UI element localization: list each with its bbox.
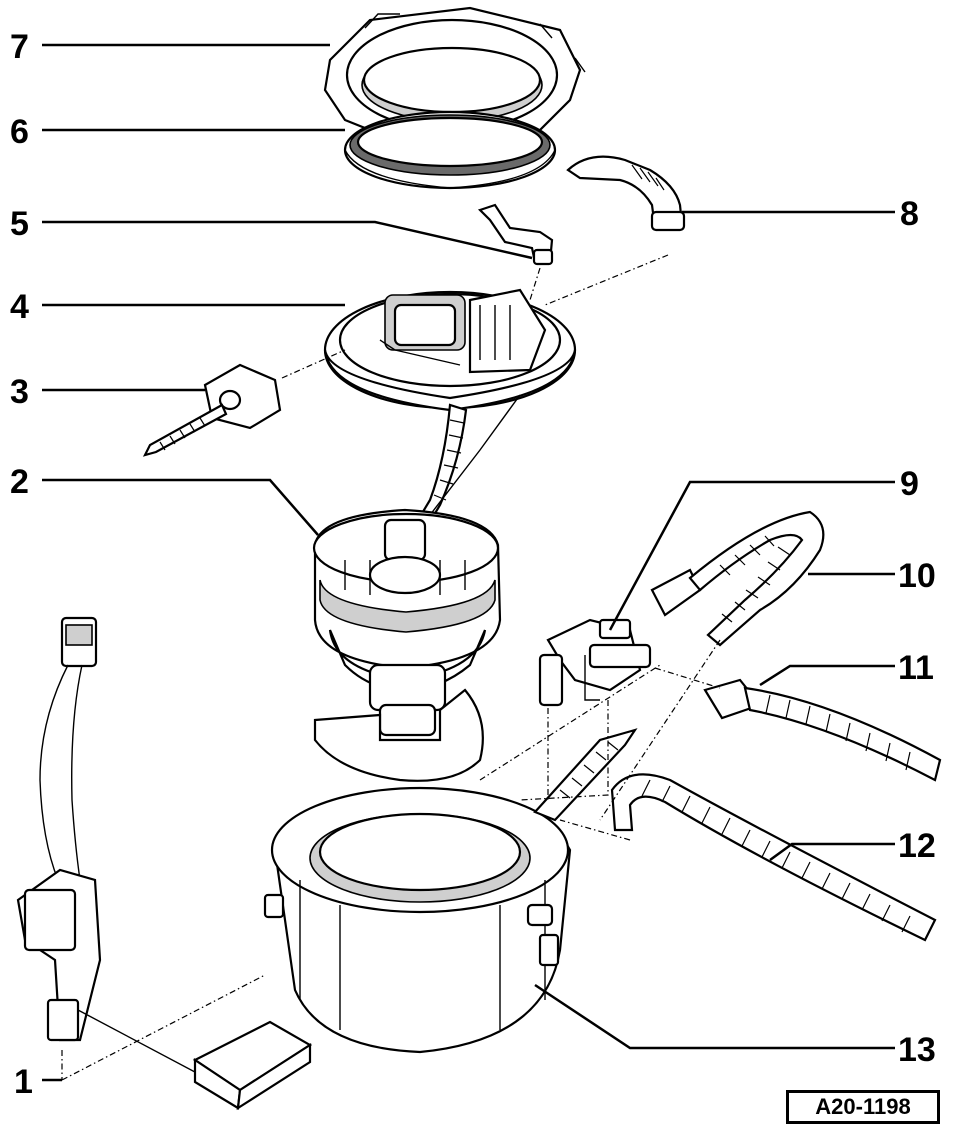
callout-8: 8 [900,195,919,233]
flange-hose [413,394,521,532]
callout-labels: 7 6 5 4 3 2 1 8 9 10 11 12 13 [10,28,936,1101]
callout-10: 10 [898,557,936,595]
part-10-corrugated-hose [650,510,825,647]
callout-5: 5 [10,205,29,243]
callout-7: 7 [10,28,29,66]
callout-3: 3 [10,373,29,411]
callout-2: 2 [10,463,29,501]
callout-12: 12 [898,827,936,865]
reference-code-label: A20-1198 [786,1090,940,1124]
callout-4: 4 [10,288,29,326]
callout-13: 13 [898,1031,936,1069]
callout-9: 9 [900,465,919,503]
part-7-locking-ring [323,6,586,142]
part-6-seal [343,110,557,190]
callout-1: 1 [14,1063,33,1101]
part-4-flange [323,288,577,412]
leader-lines [42,43,895,1082]
part-13-baffle-housing [263,728,638,1054]
part-9-valve [538,618,652,707]
part-3-connector-plug [142,363,282,457]
part-1-level-sender [16,616,313,1111]
callout-11: 11 [898,649,934,687]
part-8-hose-connector [566,155,686,232]
part-11-hose [703,678,942,782]
part-2-fuel-pump [312,508,502,782]
part-5-pipe-bracket [477,203,554,266]
assembly-lines [61,254,721,1081]
callout-6: 6 [10,113,29,151]
